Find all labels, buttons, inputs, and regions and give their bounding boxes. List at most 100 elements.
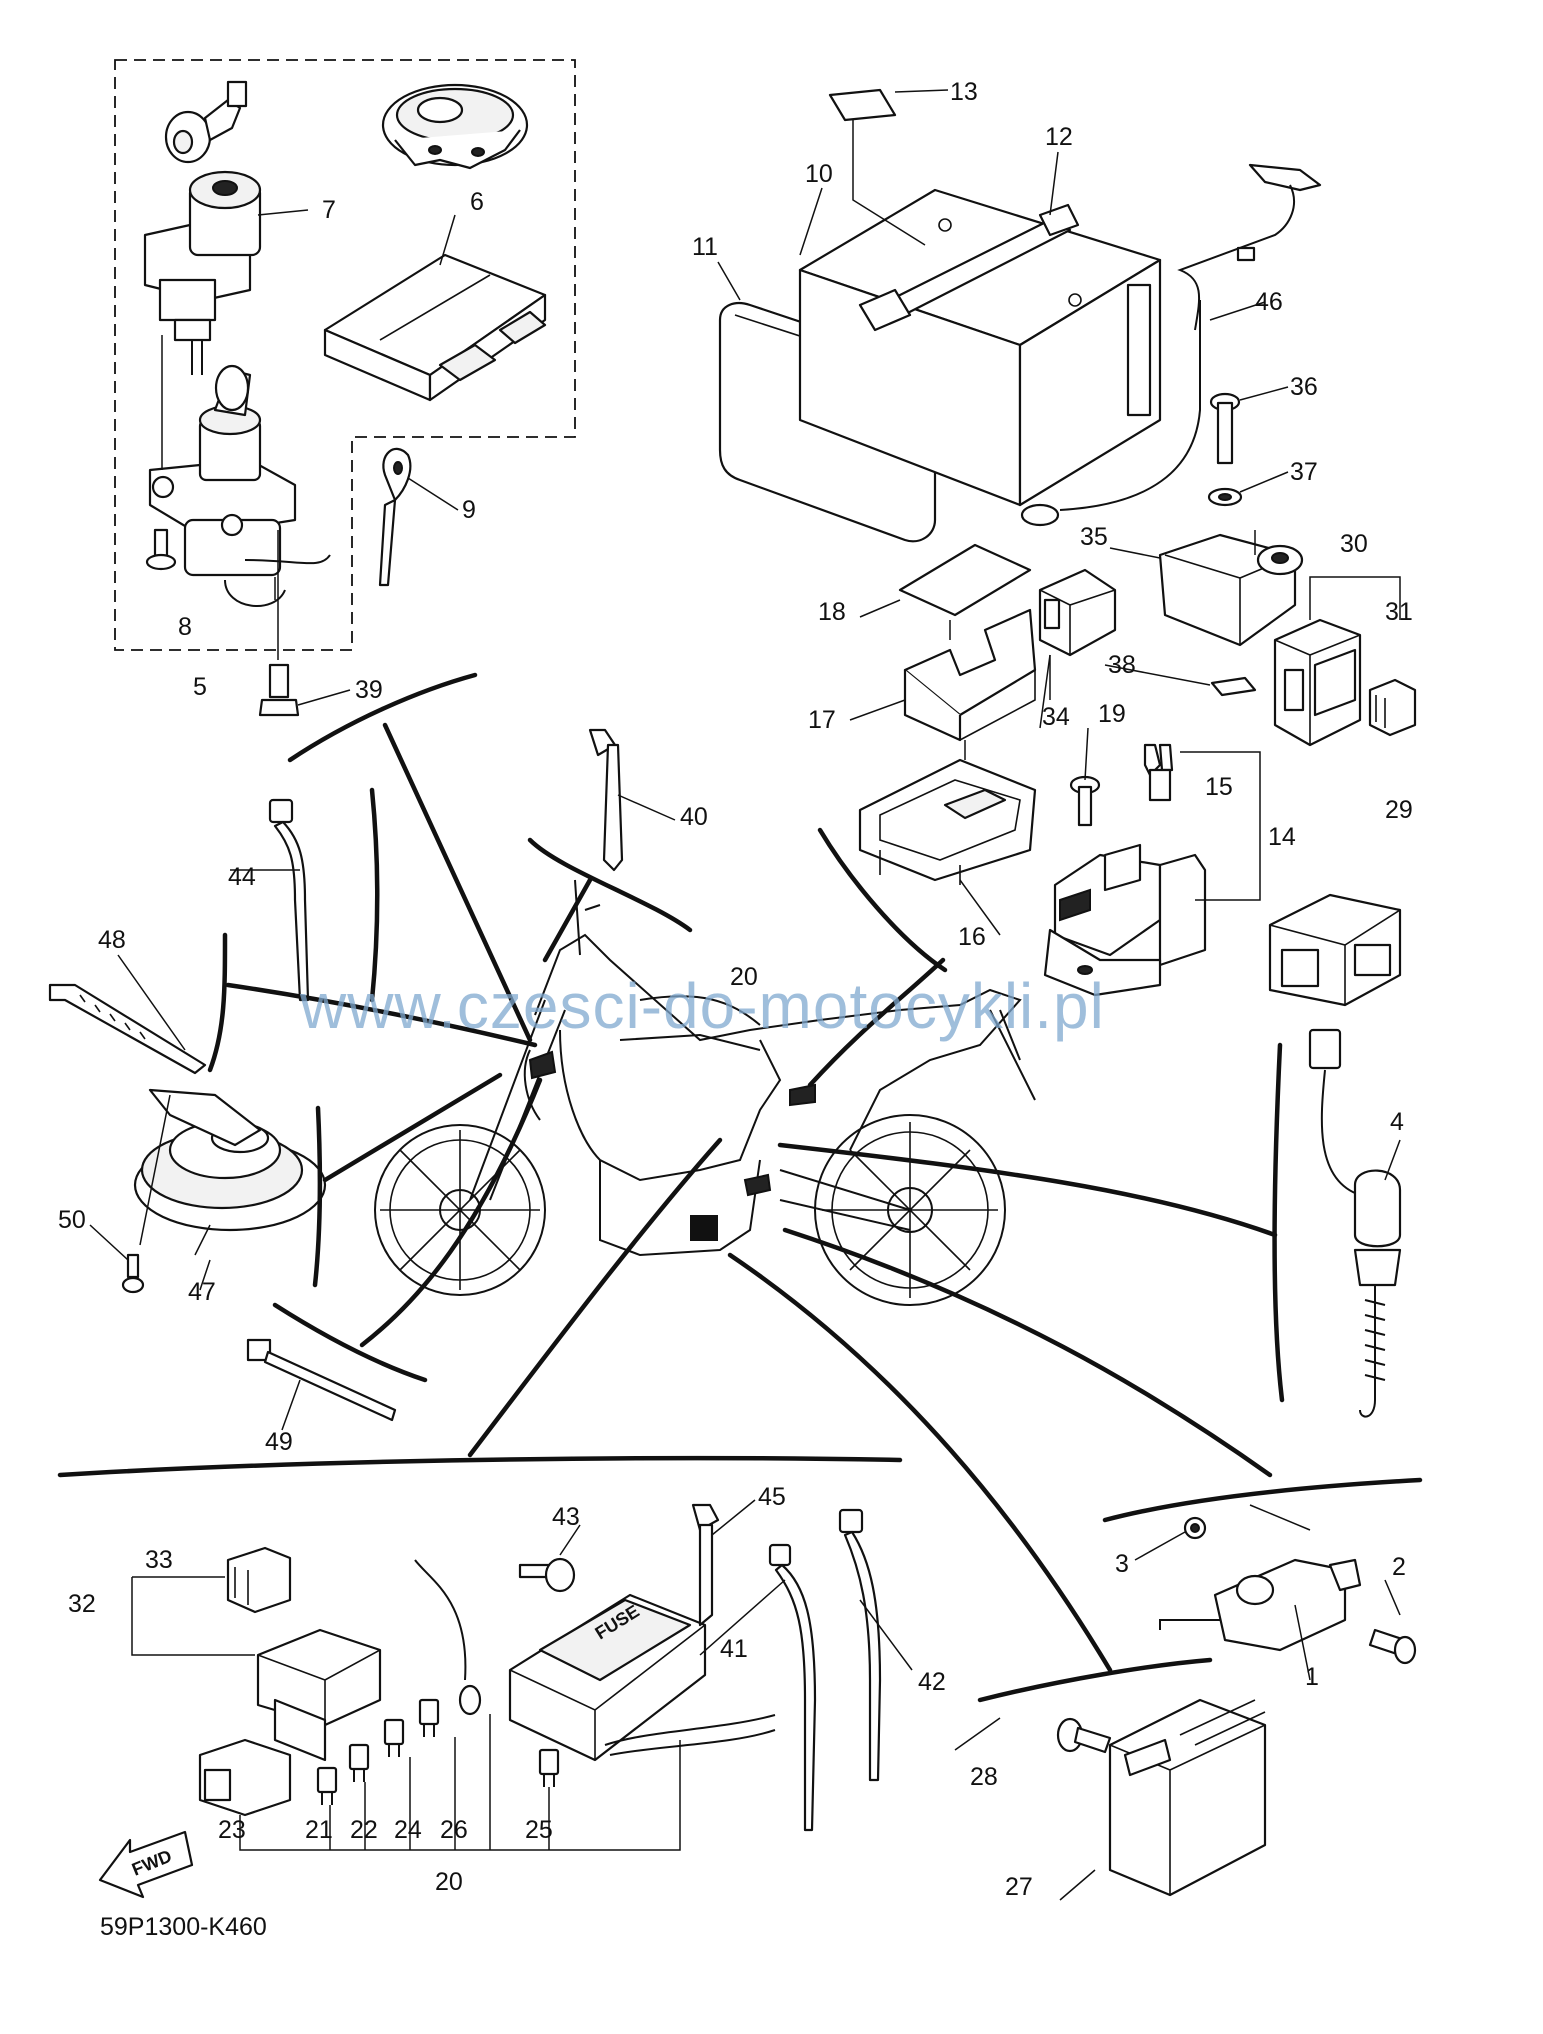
callout-22: 22 <box>350 1816 378 1844</box>
callout-38: 38 <box>1108 651 1136 679</box>
callout-31: 31 <box>1385 598 1413 626</box>
callout-26: 26 <box>440 1816 468 1844</box>
starter-relay <box>1158 533 1304 647</box>
callout-41: 41 <box>720 1635 748 1663</box>
rectifier-27 <box>1108 1698 1267 1897</box>
callout-15: 15 <box>1205 773 1233 801</box>
callout-6: 6 <box>470 188 484 216</box>
sensor-1 <box>1159 1558 1362 1652</box>
fuse-box-area: FUSE FWD <box>98 1503 1417 1899</box>
ecu-unit <box>323 253 547 402</box>
main-switch <box>148 364 331 607</box>
connector-34 <box>1038 568 1117 657</box>
callout-10: 10 <box>805 160 833 188</box>
callout-37: 37 <box>1290 458 1318 486</box>
bolt-36 <box>1209 392 1241 465</box>
callout-49: 49 <box>265 1428 293 1456</box>
callout-29: 29 <box>1385 796 1413 824</box>
cable-band-48 <box>48 983 207 1075</box>
label-leaders <box>89 89 1401 1901</box>
battery-pad <box>828 88 897 122</box>
fwd-arrow: FWD <box>98 1830 194 1899</box>
callout-32: 32 <box>68 1590 96 1618</box>
bolt-39 <box>258 663 300 717</box>
connector-23 <box>198 1738 292 1817</box>
callout-11: 11 <box>692 233 718 261</box>
callout-7: 7 <box>322 196 336 224</box>
fuse-26 <box>418 1698 440 1737</box>
fuse-24 <box>383 1718 405 1757</box>
callout-20-bottom: 20 <box>435 1868 463 1896</box>
relay-32 <box>256 1628 382 1762</box>
callout-19: 19 <box>1098 700 1126 728</box>
horn-area <box>48 728 1402 1422</box>
relay-29 <box>1268 893 1402 1007</box>
callout-45: 45 <box>758 1483 786 1511</box>
callout-39: 39 <box>355 676 383 704</box>
callout-36: 36 <box>1290 373 1318 401</box>
horn <box>133 1088 327 1232</box>
motorcycle-silhouette <box>374 879 1036 1306</box>
callout-20-top: 20 <box>730 963 758 991</box>
callout-14: 14 <box>1268 823 1296 851</box>
key-set-group <box>114 59 576 717</box>
callout-35: 35 <box>1080 523 1108 551</box>
callout-9: 9 <box>462 496 476 524</box>
key-blank <box>378 447 412 587</box>
cover-pad-18 <box>898 543 1032 617</box>
callout-27: 27 <box>1005 1873 1033 1901</box>
battery-lead <box>1020 163 1322 527</box>
callout-4: 4 <box>1390 1108 1404 1136</box>
cable-band-49 <box>246 1338 397 1422</box>
cable-band-40 <box>588 728 624 872</box>
callout-3: 3 <box>1115 1550 1129 1578</box>
battery-case-16 <box>858 758 1037 885</box>
callout-46: 46 <box>1255 288 1283 316</box>
battery-area <box>718 88 1417 1007</box>
callout-labels: 1 2 3 4 5 6 7 8 9 10 11 12 13 14 15 16 1… <box>58 78 1413 1901</box>
callout-16: 16 <box>958 923 986 951</box>
bolt-43 <box>518 1557 576 1593</box>
fuse-22 <box>348 1743 370 1782</box>
callout-48: 48 <box>98 926 126 954</box>
bolt-8 <box>145 528 177 571</box>
callout-23: 23 <box>218 1816 246 1844</box>
cable-band-42 <box>838 1508 882 1782</box>
bolt-28 <box>1056 1717 1112 1754</box>
clip-38 <box>1210 676 1257 697</box>
callout-17: 17 <box>808 706 836 734</box>
ground-lead <box>414 1559 482 1716</box>
fuse-box: FUSE <box>508 1593 776 1762</box>
ecu-location-mark <box>690 1215 718 1241</box>
cable-band-44 <box>268 798 310 1002</box>
bolt-2 <box>1368 1628 1417 1665</box>
callout-13: 13 <box>950 78 978 106</box>
cable-band-45 <box>691 1503 720 1627</box>
callout-24: 24 <box>394 1816 422 1844</box>
seat-lock <box>164 80 248 164</box>
callout-18: 18 <box>818 598 846 626</box>
callout-42: 42 <box>918 1668 946 1696</box>
callout-34: 34 <box>1042 703 1070 731</box>
fuel-cap <box>381 83 529 170</box>
pointer-lines <box>57 672 1423 1703</box>
callout-5: 5 <box>193 673 207 701</box>
watermark: www.czesci-do-motocykli.pl <box>299 970 1105 1042</box>
bolt-50 <box>121 1253 145 1294</box>
battery-strap <box>858 203 1080 332</box>
callout-30: 30 <box>1340 530 1368 558</box>
callout-40: 40 <box>680 803 708 831</box>
connector-31 <box>1368 678 1417 737</box>
callout-43: 43 <box>552 1503 580 1531</box>
callout-50: 50 <box>58 1206 86 1234</box>
cable-band-41 <box>768 1543 817 1832</box>
diagram-code: 59P1300-K460 <box>100 1913 267 1941</box>
bracket-17 <box>903 608 1037 742</box>
callout-25: 25 <box>525 1816 553 1844</box>
stop-switch <box>1308 1028 1402 1418</box>
callout-2: 2 <box>1392 1553 1406 1581</box>
ignition-switch <box>143 170 262 375</box>
callout-12: 12 <box>1045 123 1073 151</box>
fuse-21 <box>316 1766 338 1805</box>
